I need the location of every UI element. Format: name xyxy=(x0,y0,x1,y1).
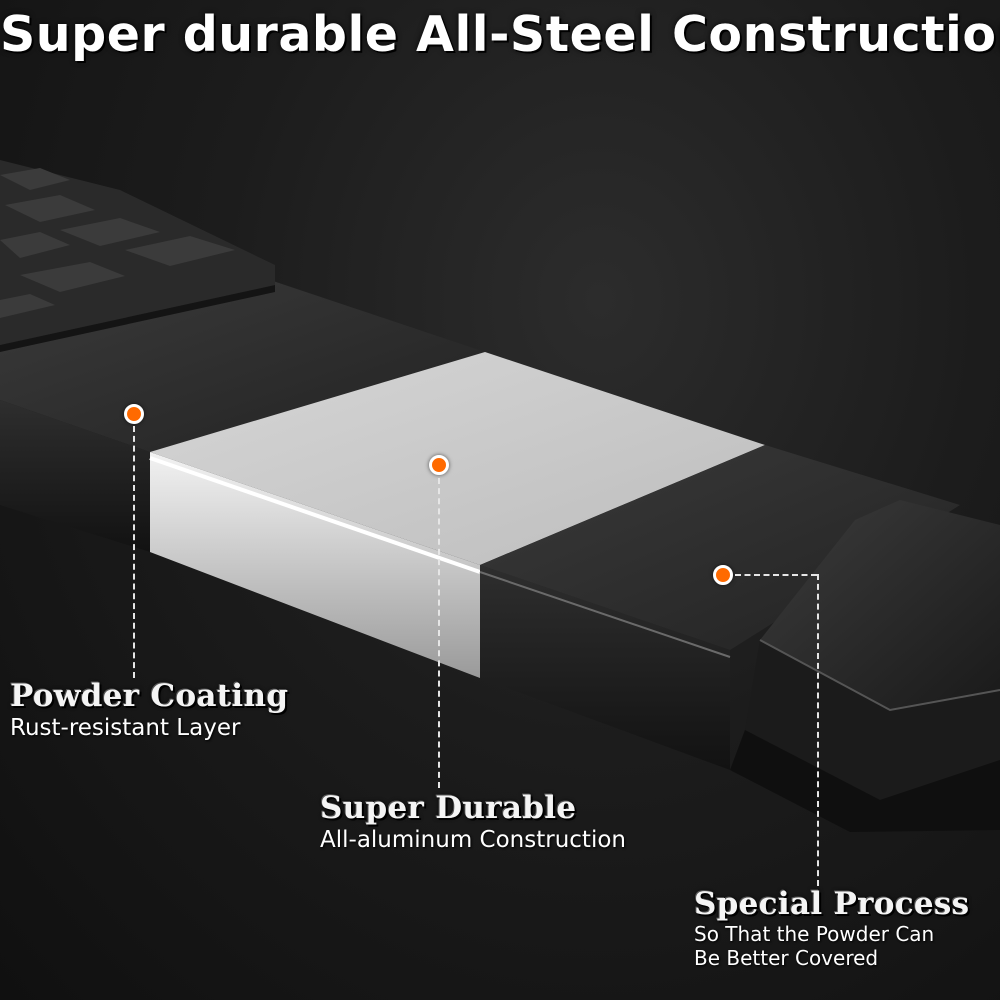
callout-subtitle-line-1: So That the Powder Can xyxy=(694,922,935,946)
headline: Super durable All-Steel Construction xyxy=(0,6,1000,63)
callout-super-durable: Super Durable All-aluminum Construction xyxy=(320,790,626,854)
end-cap xyxy=(730,500,1000,832)
leader-line-special-process-horizontal xyxy=(735,574,817,576)
callout-title: Special Process xyxy=(694,886,970,922)
aluminum-top xyxy=(150,352,765,565)
callout-title: Super Durable xyxy=(320,790,577,826)
coating-side-right xyxy=(480,565,730,770)
callout-subtitle: Rust-resistant Layer xyxy=(10,715,241,741)
callout-special-process: Special Process So That the Powder Can B… xyxy=(694,886,969,970)
callout-subtitle-line-2: Be Better Covered xyxy=(694,946,879,970)
marker-powder-coating xyxy=(124,404,144,424)
callout-powder-coating: Powder Coating Rust-resistant Layer xyxy=(10,678,288,742)
coating-side-left xyxy=(0,400,150,552)
marker-special-process xyxy=(713,565,733,585)
leader-line-powder-coating xyxy=(133,426,135,678)
aluminum-side xyxy=(150,452,480,678)
leader-line-special-process-vertical xyxy=(817,574,819,886)
marker-super-durable xyxy=(429,455,449,475)
callout-subtitle: All-aluminum Construction xyxy=(320,827,626,853)
leader-line-super-durable xyxy=(438,478,440,788)
coating-top-right xyxy=(480,445,960,650)
callout-title: Powder Coating xyxy=(10,678,289,714)
tread-pad xyxy=(0,160,275,352)
